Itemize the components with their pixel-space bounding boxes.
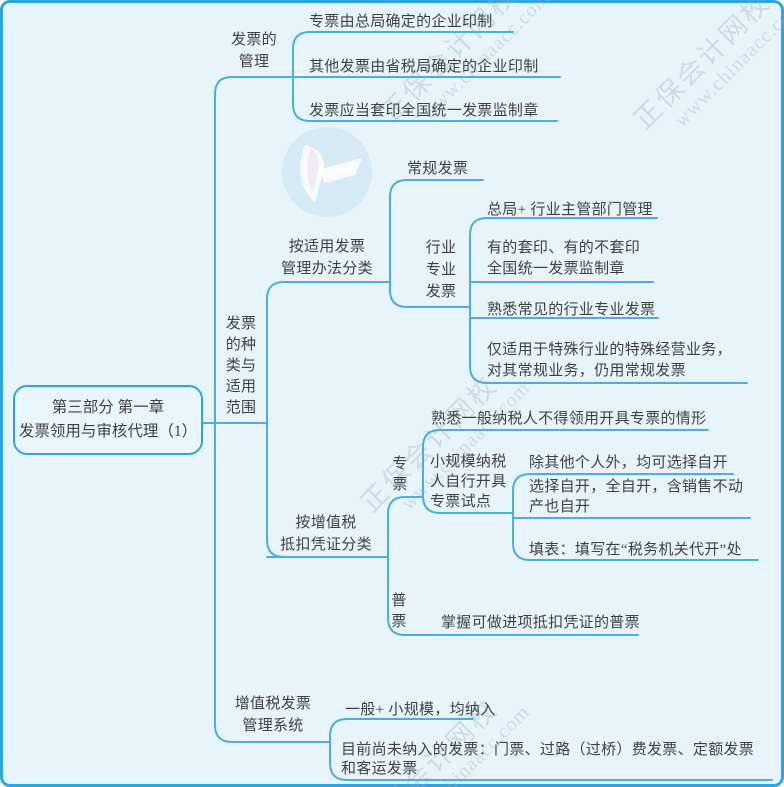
node-general-deductible: 掌握可做进项抵扣凭证的普票 bbox=[441, 615, 640, 631]
connector-method-children bbox=[389, 179, 484, 308]
node-pilot-all-self-issue: 选择自开，全自开，含销售不动 产也自开 bbox=[529, 479, 744, 515]
node-regular-invoice: 常规发票 bbox=[407, 161, 469, 177]
node-industry-invoice: 行业 专业 发票 bbox=[425, 240, 457, 300]
connector-system-children bbox=[329, 718, 773, 781]
node-system-not-included: 目前尚未纳入的发票：门票、过路（过桥）费发票、定额发票 和客运发票 bbox=[341, 742, 755, 777]
root-node: 第三部分 第一章 发票领用与审核代理（1） bbox=[13, 385, 203, 455]
node-system-all-included: 一般+ 小规模，均纳入 bbox=[345, 702, 496, 718]
node-vat-system: 增值税发票 管理系统 bbox=[234, 696, 312, 734]
connector-trunk bbox=[214, 76, 311, 743]
node-invoice-management: 发票的 管理 bbox=[231, 32, 277, 70]
node-industry-know-common: 熟悉常见的行业专业发票 bbox=[487, 302, 656, 318]
node-pilot-fill-form: 填表：填写在“税务机关代开”处 bbox=[529, 542, 742, 558]
node-special-not-allowed: 熟悉一般纳税人不得领用开具专票的情形 bbox=[431, 411, 707, 427]
root-title-line2: 发票领用与审核代理（1） bbox=[18, 423, 198, 440]
node-pilot: 小规模纳税 人自行开具 专票试点 bbox=[430, 454, 507, 510]
node-supervision-seal: 发票应当套印全国统一发票监制章 bbox=[309, 103, 539, 119]
node-industry-seal-mixed: 有的套印、有的不套印 全国统一发票监制章 bbox=[487, 240, 641, 277]
node-types-and-scope: 发票 的种 类与 适用 范围 bbox=[225, 316, 257, 416]
node-pilot-self-issue-choice: 除其他个人外，均可选择自开 bbox=[529, 455, 728, 471]
connector-industry-children bbox=[469, 217, 748, 384]
node-industry-special-only: 仅适用于特殊行业的特殊经营业务， 对其常规业务，仍用常规发票 bbox=[487, 342, 732, 379]
node-special-by-sat: 专票由总局确定的企业印制 bbox=[309, 14, 493, 30]
node-industry-managed-by: 总局+ 行业主管部门管理 bbox=[487, 202, 653, 218]
root-title-line1: 第三部分 第一章 bbox=[51, 399, 165, 416]
node-by-management-method: 按适用发票 管理办法分类 bbox=[281, 239, 373, 277]
connector-vat-children bbox=[387, 496, 639, 636]
node-by-vat-deduction: 按增值税 抵扣凭证分类 bbox=[280, 515, 372, 553]
connector-special-children bbox=[422, 429, 709, 514]
node-general-invoice: 普 票 bbox=[391, 593, 407, 630]
node-others-by-province: 其他发票由省税局确定的企业印制 bbox=[309, 59, 539, 75]
node-special-invoice: 专 票 bbox=[392, 456, 408, 493]
